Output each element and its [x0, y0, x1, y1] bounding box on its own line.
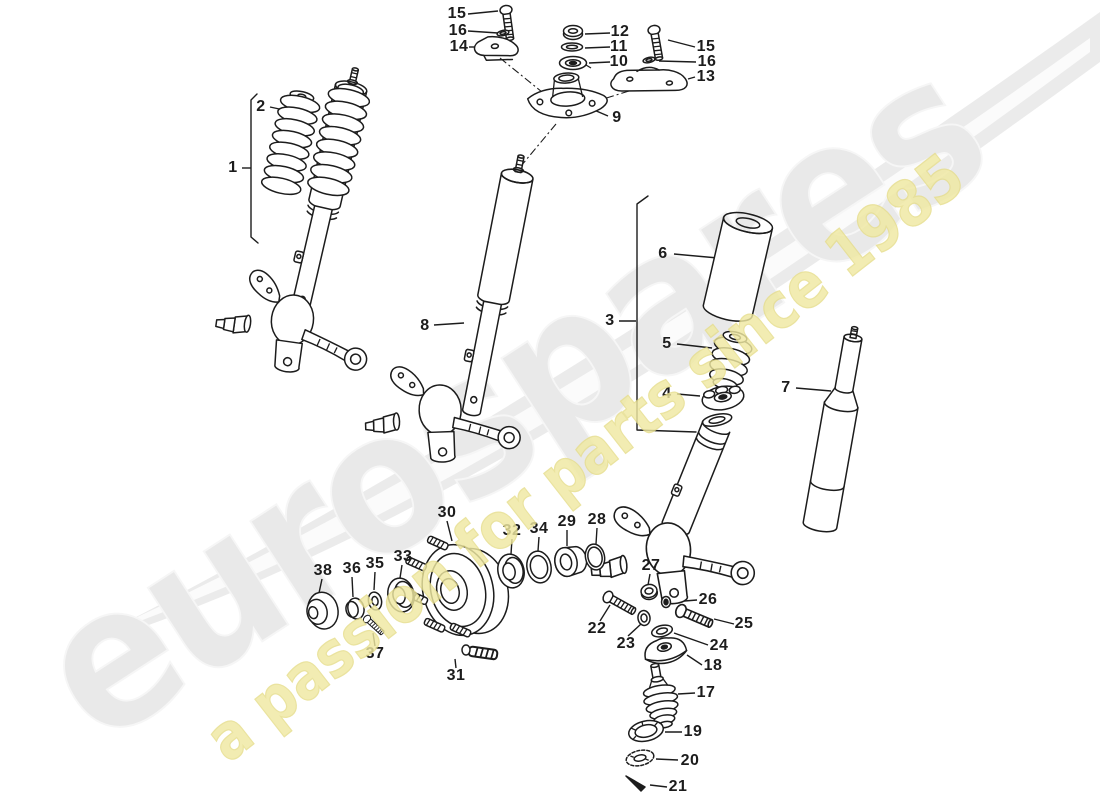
part-label-29: 29 — [557, 513, 577, 530]
part-14-retainer-bracket — [473, 35, 519, 61]
part-29-spacer — [554, 545, 588, 578]
part-label-32: 32 — [502, 522, 522, 539]
part-35-washer — [367, 591, 383, 611]
part-32-wheel-bearing — [497, 553, 525, 589]
part-label-36: 36 — [342, 560, 362, 577]
part-label-11: 11 — [610, 38, 628, 55]
part-4-cap-nut — [701, 385, 745, 411]
part-10-support-bearing — [558, 55, 592, 71]
part-label-6: 6 — [658, 245, 668, 262]
part-label-17: 17 — [696, 684, 716, 701]
part-label-37: 37 — [365, 645, 385, 662]
part-26-ring — [660, 595, 672, 609]
part-label-35: 35 — [365, 555, 385, 572]
part-label-31: 31 — [446, 667, 466, 684]
part-label-20: 20 — [680, 752, 700, 769]
part-11-washer — [560, 42, 584, 52]
part-label-25: 25 — [734, 615, 754, 632]
part-28-snap-ring — [584, 543, 606, 571]
part-24-washer — [650, 624, 674, 638]
part-label-28: 28 — [587, 511, 607, 528]
part-label-1: 1 — [228, 159, 238, 176]
part-9-support-flange — [526, 72, 608, 119]
leader-lines — [242, 10, 832, 788]
part-19-adjusting-ring — [628, 719, 664, 743]
part-label-27: 27 — [641, 557, 661, 574]
part-13-retainer-bracket — [610, 66, 688, 92]
part-16-washer-left — [496, 29, 510, 37]
part-label-9: 9 — [612, 109, 622, 126]
part-2-coil-spring — [260, 90, 321, 196]
part-label-18: 18 — [703, 657, 723, 674]
part-label-14: 14 — [449, 38, 469, 55]
part-label-16: 16 — [448, 22, 468, 39]
part-label-38: 38 — [313, 562, 333, 579]
part-17-ball-joint — [642, 662, 679, 729]
part-31-stud — [461, 644, 499, 661]
part-27-nut — [640, 583, 658, 601]
part-12-nut — [562, 24, 584, 41]
part-label-16: 16 — [697, 53, 717, 70]
part-label-24: 24 — [709, 637, 729, 654]
part-label-13: 13 — [696, 68, 716, 85]
part-label-3: 3 — [605, 312, 615, 329]
part-18-cap — [644, 637, 688, 665]
part-38-dust-cap — [306, 591, 339, 630]
part-label-15: 15 — [447, 5, 467, 22]
part-label-23: 23 — [616, 635, 636, 652]
part-label-10: 10 — [609, 53, 629, 70]
part-label-8: 8 — [420, 317, 430, 334]
left-strut-with-spring — [281, 63, 373, 319]
part-20-lock-washer — [625, 749, 655, 767]
part-label-21: 21 — [668, 778, 688, 795]
part-label-7: 7 — [781, 379, 791, 396]
part-label-33: 33 — [393, 548, 413, 565]
part-label-26: 26 — [698, 591, 718, 608]
part-36-nut — [345, 597, 365, 620]
part-label-34: 34 — [529, 520, 549, 537]
part-label-12: 12 — [610, 23, 630, 40]
part-30-wheel-hub — [404, 534, 510, 639]
part-33-wheel-bearing — [387, 577, 415, 613]
part-34-seal-ring — [526, 550, 552, 584]
part-label-15: 15 — [696, 38, 716, 55]
part-label-30: 30 — [437, 504, 457, 521]
part-7-shock-insert — [802, 325, 863, 533]
part-label-2: 2 — [256, 98, 266, 115]
part-label-4: 4 — [662, 385, 672, 402]
part-16-washer-right — [642, 56, 656, 64]
part-label-19: 19 — [683, 723, 703, 740]
part-23-washer — [637, 609, 651, 627]
part-label-5: 5 — [662, 335, 672, 352]
part-6-rubber-sleeve — [702, 211, 774, 322]
part-label-22: 22 — [587, 620, 607, 637]
part-21-pin — [625, 775, 646, 792]
